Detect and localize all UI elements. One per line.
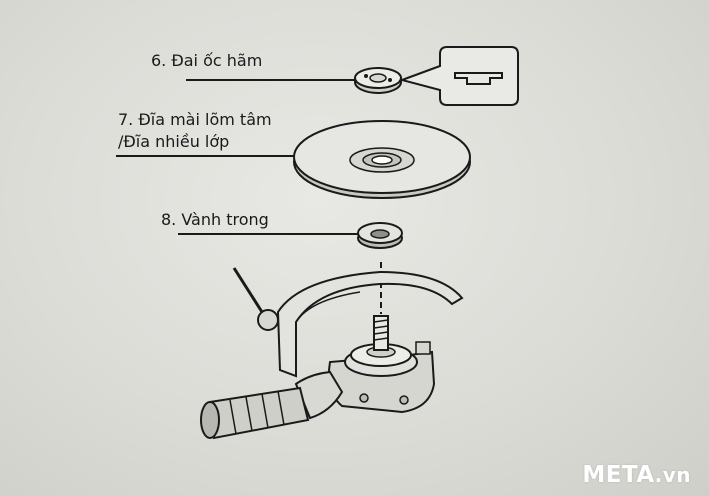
angle-grinder (200, 267, 464, 440)
label-lock-nut: 6. Đai ốc hãm (151, 51, 263, 70)
lock-nut-profile-callout (398, 46, 519, 106)
label-grinding-disc-alt: /Đĩa nhiều lớp (118, 132, 230, 151)
watermark: META.vn (582, 462, 691, 488)
label-grinding-disc: 7. Đĩa mài lõm tâm (118, 110, 272, 129)
lock-nut (354, 67, 402, 94)
watermark-suffix: .vn (654, 463, 691, 487)
depressed-center-disc (293, 120, 471, 199)
watermark-brand: META (582, 462, 655, 488)
label-inner-flange: 8. Vành trong (161, 210, 269, 229)
inner-flange (357, 222, 403, 249)
